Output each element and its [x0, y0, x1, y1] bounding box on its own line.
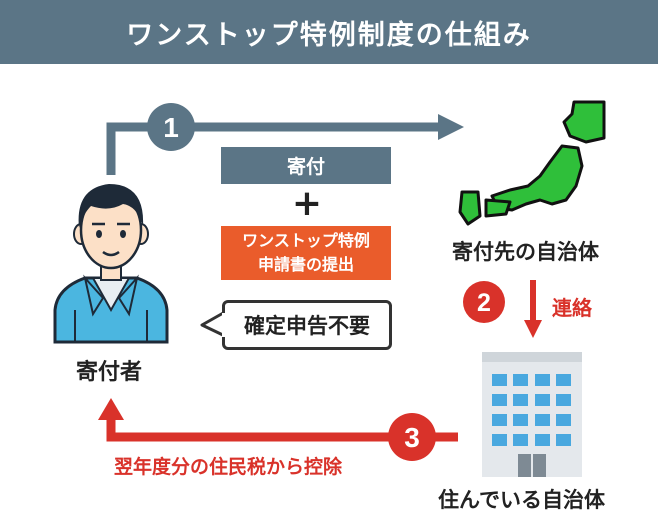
office-building-icon: [482, 352, 582, 477]
step2-arrow: [524, 280, 542, 338]
donation-box: 寄付: [221, 147, 391, 184]
step1-circle: 1: [147, 103, 195, 151]
donor-label: 寄付者: [76, 360, 143, 385]
no-tax-return-bubble: 確定申告不要: [222, 300, 392, 350]
step2-number: 2: [477, 289, 491, 317]
donation-municipality-label: 寄付先の自治体: [452, 240, 599, 264]
step1-number: 1: [163, 112, 179, 143]
step3-arrow: [98, 398, 458, 442]
step2-label: 連絡: [552, 296, 592, 320]
step1-arrow: [106, 114, 464, 175]
step3-label: 翌年度分の住民税から控除: [114, 456, 343, 478]
page-title: ワンストップ特例制度の仕組み: [0, 0, 658, 64]
person-icon: [53, 184, 169, 344]
plus-sign: +: [291, 183, 323, 224]
step3-circle: 3: [388, 413, 436, 461]
step3-number: 3: [404, 422, 420, 453]
application-box: ワンストップ特例 申請書の提出: [221, 226, 391, 280]
application-line1: ワンストップ特例: [242, 231, 370, 250]
japan-map-icon: [458, 100, 606, 226]
application-line2: 申請書の提出: [257, 255, 354, 274]
bubble-tail-cover: [222, 313, 228, 337]
residence-municipality-label: 住んでいる自治体: [438, 488, 605, 512]
step2-circle: 2: [463, 281, 505, 323]
